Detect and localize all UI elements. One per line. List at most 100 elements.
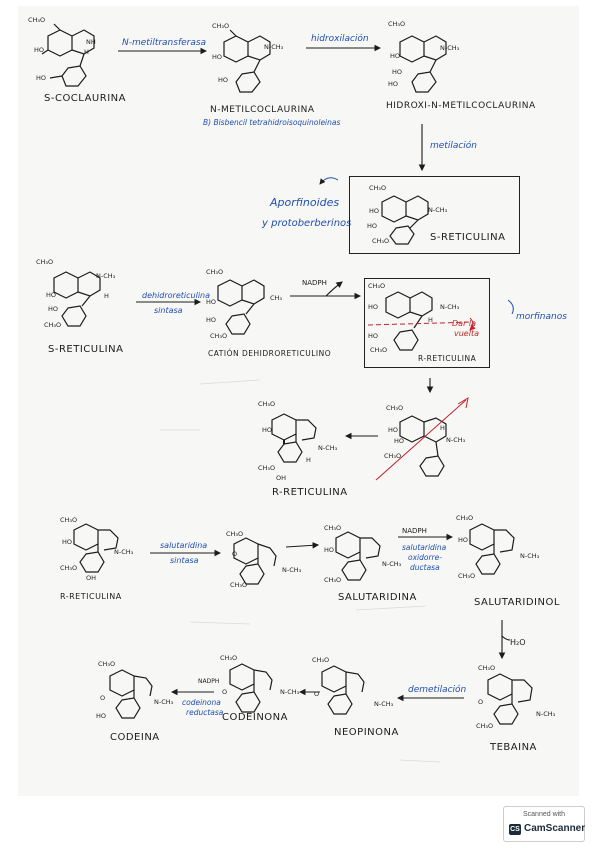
structure-salutaridina	[335, 531, 381, 581]
group-ho: HO	[390, 52, 401, 60]
label-codeinona: CODEINONA	[222, 712, 288, 723]
group-n-ch3: N-CH₃	[154, 698, 174, 706]
structure-r-reticulina-boxed	[385, 291, 433, 351]
note-aporfinoides: Aporfinoides	[270, 196, 340, 209]
group-ch3o: CH₃O	[258, 464, 276, 472]
group-ho: HO	[34, 46, 45, 54]
group-n-ch3: N-CH₃	[96, 272, 116, 280]
label-n-metilcoclaurina: N-METILCOCLAURINA	[210, 105, 315, 115]
structure-r-reticulina-flipped	[399, 415, 447, 477]
group-ch3o: CH₃O	[230, 581, 248, 589]
group-ho: HO	[96, 712, 107, 720]
label-hidroxi-n-metilcoclaurina: HIDROXI-N-METILCOCLAURINA	[386, 101, 536, 111]
enzyme-ductasa: ductasa	[410, 563, 440, 572]
enzyme-hidroxilacion: hidroxilación	[311, 34, 369, 44]
group-h: H	[440, 424, 445, 432]
note-bisbencil: B) Bisbencil tetrahidroisoquinoleinas	[203, 118, 341, 127]
enzyme-sintasa: sintasa	[154, 306, 183, 315]
enzyme-metilacion: metilación	[430, 141, 478, 151]
cofactor-nadph: NADPH	[402, 527, 427, 535]
label-salutaridinol: SALUTARIDINOL	[474, 597, 560, 608]
group-ch3o: CH₃O	[206, 268, 224, 276]
structure-intermediate	[233, 537, 277, 585]
group-ho: HO	[218, 76, 229, 84]
enzyme-salutaridina: salutaridina	[160, 541, 208, 550]
group-ch3o: CH₃O	[369, 184, 387, 192]
group-ho: HO	[62, 538, 73, 546]
label-neopinona: NEOPINONA	[334, 727, 399, 738]
box-r-reticulina	[364, 278, 490, 368]
group-ch3o: CH₃O	[60, 516, 78, 524]
structure-salutaridinol	[469, 523, 515, 575]
enzyme-codeinona: codeinona	[182, 698, 221, 707]
group-ho: HO	[458, 536, 469, 544]
group-ch3o: CH₃O	[368, 282, 386, 290]
enzyme-oxidorre: oxidorre-	[408, 553, 442, 562]
camscanner-brand: CamScanner	[524, 823, 586, 834]
enzyme-sintasa: sintasa	[170, 556, 199, 565]
structure-codeina	[109, 669, 153, 719]
note-protoberberinos: y protoberberinos	[262, 218, 352, 229]
group-ch3o: CH₃O	[370, 346, 388, 354]
group-o: O	[222, 688, 228, 696]
group-ho: HO	[262, 426, 273, 434]
group-ch3o: CH₃O	[28, 16, 46, 24]
group-ch3o: CH₃O	[388, 20, 406, 28]
group-ho: HO	[212, 53, 223, 61]
group-ch3o: CH₃O	[384, 452, 402, 460]
group-ch3o: CH₃O	[36, 258, 54, 266]
group-h: H	[84, 48, 89, 56]
group-n-ch3: N-CH₃	[440, 44, 460, 52]
group-ho: HO	[369, 207, 380, 215]
morfinanos-curved-arrow	[507, 299, 514, 315]
group-n-ch3: N-CH₃	[440, 303, 460, 311]
group-ch3o: CH₃O	[476, 722, 494, 730]
structure-n-metilcoclaurina	[223, 29, 271, 93]
note-dar-la: Dar la	[452, 319, 477, 328]
group-ch3o: CH₃O	[386, 404, 404, 412]
label-r-reticulina-mid: R-RETICULINA	[272, 487, 348, 498]
enzyme-salutaridina: salutaridina	[402, 543, 447, 552]
group-ch3o: CH₃O	[312, 656, 330, 664]
group-oh: OH	[86, 574, 97, 582]
group-n-ch3: N-CH₃	[428, 206, 448, 214]
group-ch3o: CH₃O	[210, 332, 228, 340]
camscanner-icon: CS	[509, 824, 521, 835]
group-h: H	[306, 456, 311, 464]
structure-s-reticulina	[53, 271, 101, 327]
group-nh: NH	[86, 38, 96, 46]
structure-s-coclaurina	[41, 23, 95, 87]
group-n-ch3: N-CH₃	[114, 548, 134, 556]
structure-neopinona	[321, 665, 365, 715]
cofactor-nadph: NADPH	[302, 279, 327, 287]
structure-tebaina	[487, 673, 533, 725]
group-ho: HO	[392, 68, 403, 76]
structure-cation-dehidroreticulino	[217, 279, 265, 335]
camscanner-badge: Scanned with CS CamScanner	[503, 806, 585, 842]
label-r-reticulina-boxed: R-RETICULINA	[418, 354, 477, 363]
group-ho: HO	[368, 303, 379, 311]
group-h: H	[428, 316, 433, 324]
box-s-reticulina	[349, 176, 520, 254]
scanned-with-text: Scanned with	[522, 811, 566, 818]
group-ch3o: CH₃O	[212, 22, 230, 30]
structure-s-reticulina-boxed	[381, 195, 429, 245]
group-ho: HO	[388, 426, 399, 434]
group-ch3o: CH₃O	[44, 321, 62, 329]
dashed-rotation-axis	[367, 321, 475, 326]
bleed-through-marks	[160, 379, 441, 763]
group-h: H	[104, 292, 109, 300]
group-ho: HO	[206, 316, 217, 324]
group-ho: HO	[48, 305, 59, 313]
note-morfinanos: morfinanos	[516, 312, 567, 322]
group-ch3o: CH₃O	[220, 654, 238, 662]
group-n-ch3: N-CH₃	[280, 688, 300, 696]
group-n-ch3: N-CH₃	[446, 436, 466, 444]
group-ho: HO	[46, 291, 57, 299]
label-s-reticulina-boxed: S-RETICULINA	[430, 232, 506, 243]
red-rotation-head	[457, 396, 469, 409]
group-n-ch3: N-CH₃	[374, 700, 394, 708]
group-ho: HO	[388, 80, 399, 88]
note-vuelta: vuelta	[454, 329, 479, 338]
label-s-reticulina: S-RETICULINA	[48, 344, 124, 355]
